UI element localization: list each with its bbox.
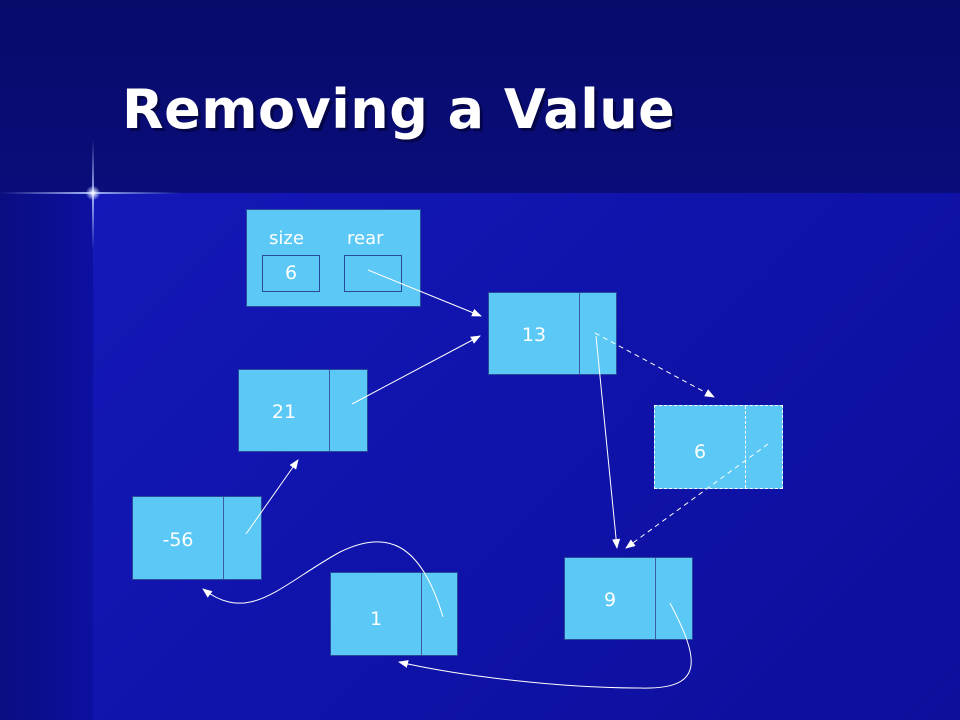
- size-field: 6: [262, 255, 320, 292]
- node-value: 13: [521, 324, 547, 346]
- arrow-6-to-9-dashed: [625, 443, 769, 549]
- node-minus-56: -56: [132, 496, 262, 580]
- node-divider: [655, 558, 656, 639]
- node-divider: [745, 406, 747, 488]
- node-value: 1: [369, 608, 383, 630]
- left-band: [0, 193, 93, 720]
- node-divider: [223, 497, 224, 579]
- arrow-13-to-9: [595, 335, 621, 549]
- node-value: 6: [693, 441, 707, 463]
- node-6-removed: 6: [654, 405, 783, 489]
- node-divider: [329, 370, 330, 451]
- node-1: 1: [330, 572, 458, 656]
- node-9: 9: [564, 557, 693, 640]
- arrow-9-to-1: [398, 602, 692, 689]
- arrow-rear-to-13: [367, 269, 482, 317]
- node-21: 21: [238, 369, 368, 452]
- node-divider: [579, 293, 580, 374]
- queue-header-box: size rear 6: [246, 209, 421, 307]
- content-area: [93, 193, 960, 720]
- node-value: 21: [271, 401, 297, 423]
- node-divider: [421, 573, 422, 655]
- title-band: [0, 0, 960, 193]
- star-flare-icon: [86, 186, 100, 200]
- arrow-21-to-13: [351, 335, 481, 405]
- node-value: 9: [603, 589, 617, 611]
- arrow-1-to-minus-56: [202, 541, 444, 618]
- size-label: size: [269, 228, 304, 249]
- node-value: -56: [162, 529, 194, 551]
- arrow-minus-56-to-21: [245, 459, 299, 535]
- slide-title: Removing a Value: [122, 78, 676, 141]
- arrow-13-to-6-dashed: [594, 332, 715, 398]
- rear-field: [344, 255, 402, 292]
- rear-label: rear: [347, 228, 384, 249]
